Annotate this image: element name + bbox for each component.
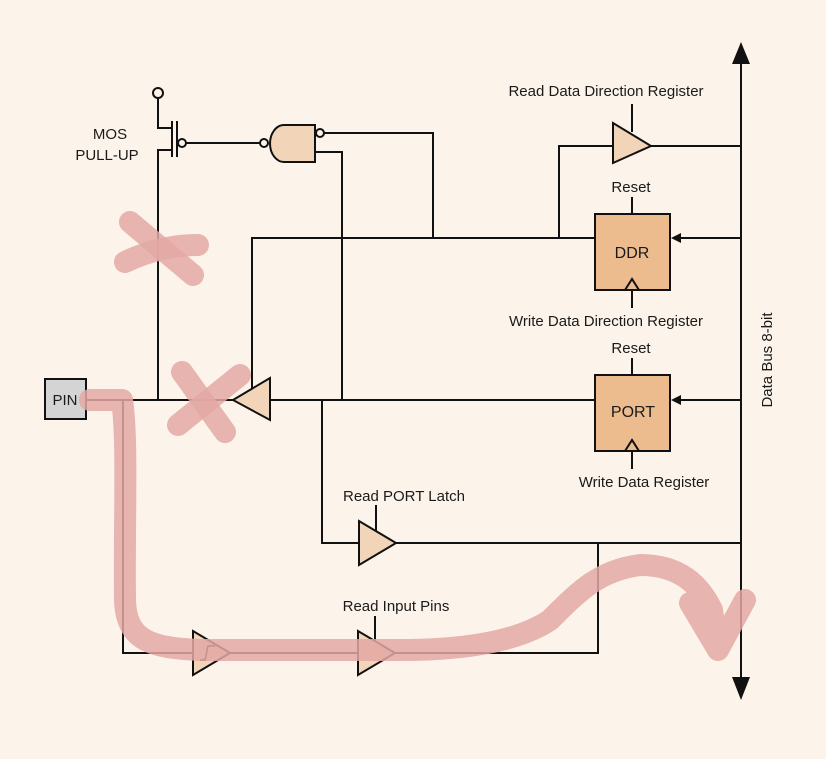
output-driver-buffer xyxy=(230,376,271,422)
pullup-label: PULL-UP xyxy=(75,147,138,164)
ddr-input-arrow-icon xyxy=(671,233,681,243)
pin-section: PIN xyxy=(44,378,233,420)
read-port-latch-label: Read PORT Latch xyxy=(343,488,465,505)
port-input-arrow-icon xyxy=(671,395,681,405)
write-data-label: Write Data Register xyxy=(579,474,710,491)
pullup-drain-wire xyxy=(157,149,172,400)
write-ddr-label: Write Data Direction Register xyxy=(509,313,703,330)
read-ddr-input-wire xyxy=(558,145,612,238)
nand-input-b-wire xyxy=(315,151,343,400)
data-bus-arrow-up-icon xyxy=(732,42,750,64)
mos-pullup: MOS PULL-UP xyxy=(75,87,260,400)
nand-gate xyxy=(259,124,434,400)
ddr-register-label: DDR xyxy=(615,245,650,262)
port-clock-icon xyxy=(624,438,640,452)
vcc-terminal xyxy=(152,87,164,99)
port-register-label: PORT xyxy=(611,404,655,421)
port-reset-label: Reset xyxy=(611,340,651,357)
ddr-clock-icon xyxy=(624,277,640,291)
annotations xyxy=(79,211,756,661)
cross-mark-driver-icon xyxy=(167,361,251,443)
cross-mark-pullup-icon xyxy=(114,211,209,286)
ddr-output-wire xyxy=(251,237,595,390)
pullup-gate-bubble xyxy=(177,138,187,148)
read-ddr-label: Read Data Direction Register xyxy=(508,83,703,100)
mos-label: MOS xyxy=(93,126,127,143)
nand-output-bubble xyxy=(315,128,325,138)
pin-label: PIN xyxy=(52,392,77,409)
data-bus-arrow-down-icon xyxy=(732,677,750,700)
nand-input-a-wire xyxy=(324,132,434,238)
data-bus: Data Bus 8-bit xyxy=(732,42,776,700)
port-register xyxy=(594,374,671,452)
nand-input-bubble xyxy=(259,138,269,148)
read-input-pins-label: Read Input Pins xyxy=(343,598,450,615)
input-signal-path-arrow-icon xyxy=(79,389,756,661)
port-section: Reset PORT Write Data Register xyxy=(270,340,741,491)
read-ddr-buffer xyxy=(612,121,654,165)
read-latch-input-wire xyxy=(321,400,359,544)
pullup-source-wire xyxy=(157,98,172,129)
read-port-latch-buffer xyxy=(358,519,398,567)
ddr-reset-label: Reset xyxy=(611,179,651,196)
nand-body xyxy=(269,124,316,163)
read-port-latch-section: Read PORT Latch xyxy=(321,400,741,567)
ddr-section: Read Data Direction Register Reset DDR W… xyxy=(251,83,741,390)
data-bus-label: Data Bus 8-bit xyxy=(759,312,776,408)
